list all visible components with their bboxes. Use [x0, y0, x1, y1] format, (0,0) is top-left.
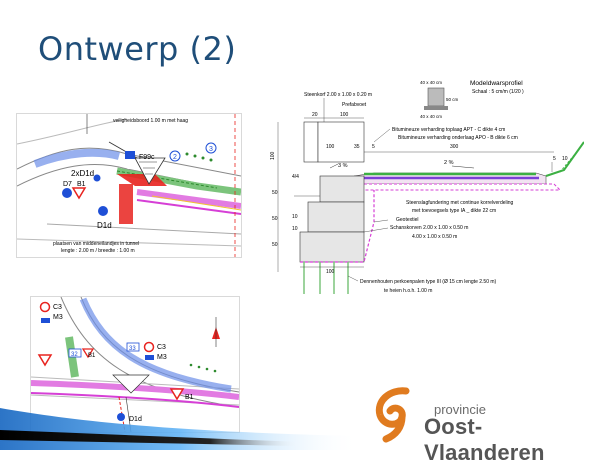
dim-35: 35: [354, 144, 360, 150]
label-kerb: Steenkorf 2.00 x 1.00 x 0.20 m: [304, 92, 372, 98]
label-gabion-2: 4.00 x 1.00 x 0.50 m: [412, 234, 457, 240]
sign-2xd1d-label: 2xD1d: [71, 169, 94, 178]
cross-section-svg: 40 x 40 cm 40 x 40 cm 50 cm Modeldwarspr…: [270, 80, 584, 294]
dim-44: 4/4: [292, 174, 299, 180]
badge-33: 33: [129, 346, 136, 352]
sign-d7-label: D7: [63, 181, 72, 188]
logo-line-2: Oost-Vlaanderen: [424, 414, 545, 465]
dim-5: 5: [372, 144, 375, 150]
sign-c3-right: C3: [157, 344, 166, 351]
sign-b1-left: B1: [88, 353, 96, 359]
dim-top-block: 40 x 40 cm: [420, 80, 442, 85]
plan-bottom-svg: C3 M3 B1 32 33 C3 M3 B1 D1d: [31, 297, 239, 432]
dim-100-top: 100: [340, 112, 349, 118]
dim-20: 20: [312, 112, 318, 118]
plan-drawing-top: F99c 2 3 veiligheidsboord 1.00 m met haa…: [16, 113, 242, 258]
label-gabion-1: Schanskorven 2.00 x 1.00 x 0.50 m: [390, 225, 468, 231]
dim-block-h: 50 cm: [446, 97, 459, 102]
sign-m3-left: M3: [53, 314, 63, 321]
note-tunnel-1: plaatsen van middeneilandjes in tunnel: [53, 241, 139, 247]
sign-b1-right: B1: [185, 394, 194, 401]
dim-300: 300: [450, 144, 459, 150]
dim-bottom-block: 40 x 40 cm: [420, 114, 442, 119]
sign-d1d-label: D1d: [97, 221, 112, 230]
slide-title: Ontwerp (2): [38, 30, 237, 68]
label-geotextile: Geotextiel: [396, 217, 419, 223]
badge-32: 32: [71, 352, 78, 358]
dim-50-c: 50: [272, 242, 278, 248]
plan-drawing-bottom: C3 M3 B1 32 33 C3 M3 B1 D1d: [30, 296, 240, 433]
decorative-swoosh: [0, 408, 360, 450]
label-piles-2: te heien h.o.h. 1.00 m: [384, 288, 432, 294]
slope-right: 2 %: [444, 160, 454, 166]
label-top-layer: Bitumineuze verharding toplaag APT - C d…: [392, 127, 505, 133]
cross-section-drawing: 40 x 40 cm 40 x 40 cm 50 cm Modeldwarspr…: [264, 72, 584, 298]
label-foundation-1: Steenslagfundering met continue korrelve…: [406, 200, 514, 206]
model-title: Modeldwarsprofiel: [470, 80, 523, 87]
sign-c3-left: C3: [53, 304, 62, 311]
note-rail: veiligheidsboord 1.00 m met haag: [113, 118, 188, 124]
dim-100-vert: 100: [270, 151, 276, 160]
logo-mark-icon: [375, 387, 410, 443]
dim-100-left: 100: [326, 144, 335, 150]
sign-m3-right: M3: [157, 354, 167, 361]
label-piles-1: Dennenhouten perkoenpalen type III (Ø 15…: [360, 279, 497, 285]
dim-5-right: 5: [553, 156, 556, 162]
label-under-layer: Bitumineuze verharding onderlaag APO - B…: [398, 135, 518, 141]
badge-3: 3: [209, 146, 213, 153]
dim-10-right: 10: [562, 156, 568, 162]
dim-10-b: 10: [292, 226, 298, 232]
sign-d1d-bottom: D1d: [129, 416, 142, 423]
sign-f99c: F99c: [139, 154, 155, 161]
dim-100-bottom: 100: [326, 269, 335, 275]
dim-50-a: 50: [272, 190, 278, 196]
dim-10-a: 10: [292, 214, 298, 220]
logo-line-1: provincie: [434, 402, 487, 417]
provincie-logo: [368, 383, 593, 443]
sign-b1-label: B1: [77, 181, 86, 188]
note-tunnel-2: lengte : 2.00 m / breedte : 1.00 m: [61, 248, 135, 254]
badge-2: 2: [173, 154, 177, 161]
label-footing: Prefabvoet: [342, 102, 367, 108]
slope-left: 3 %: [338, 163, 348, 169]
dim-50-b: 50: [272, 216, 278, 222]
model-scale: Schaal : 5 cm/m (1/20 ): [472, 89, 524, 95]
plan-top-svg: F99c 2 3 veiligheidsboord 1.00 m met haa…: [17, 114, 241, 257]
label-foundation-2: met toevoegsels type IA _ dikte 22 cm: [412, 208, 496, 214]
